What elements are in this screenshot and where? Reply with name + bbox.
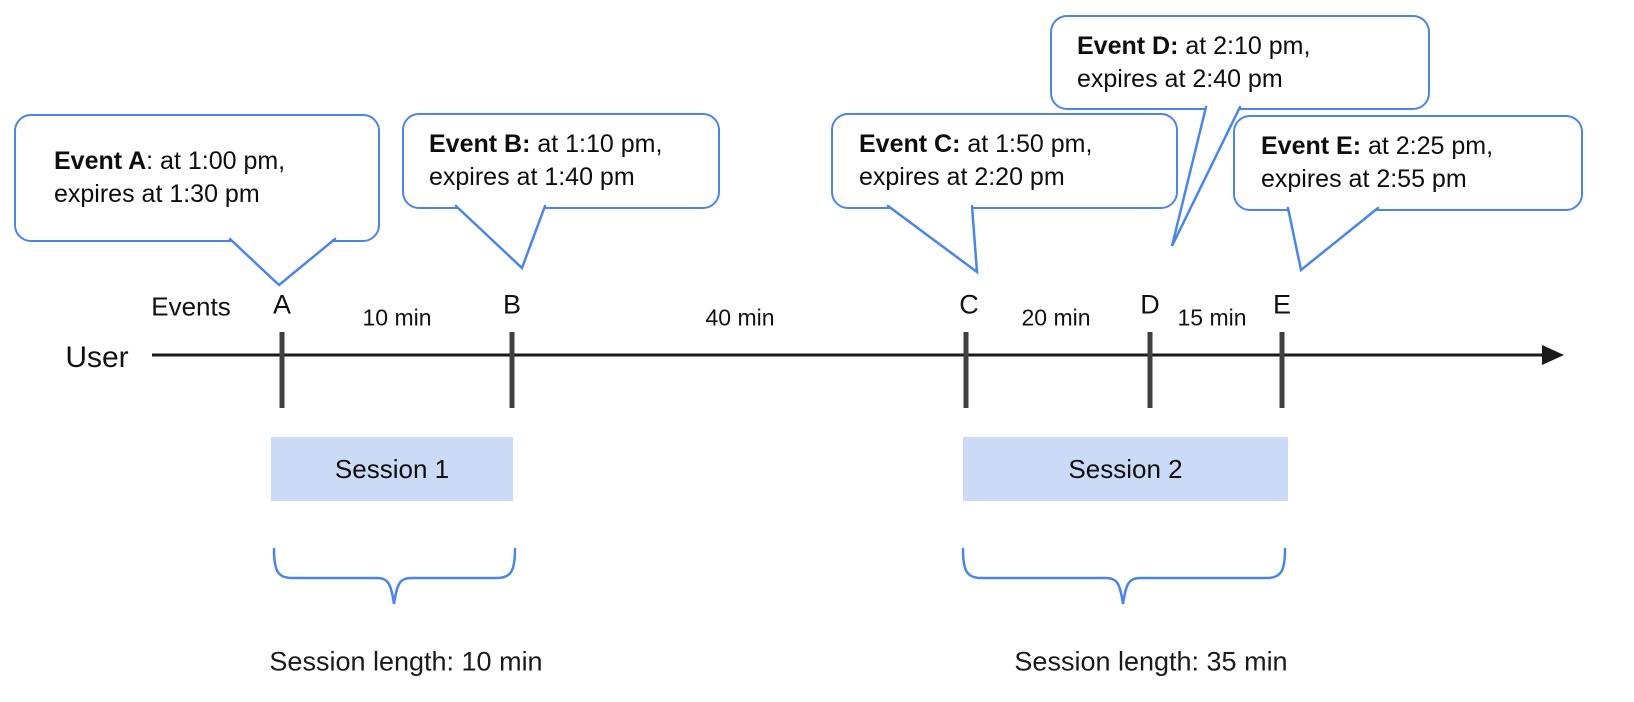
session-1-label: Session 1: [334, 453, 450, 484]
event-e-bubble: Event E: at 2:25 pm, expires at 2:55 pm: [1233, 115, 1583, 211]
event-e-bubble-tail: [1286, 206, 1380, 273]
event-d-name: Event D:: [1077, 31, 1179, 60]
event-d-time: at 2:10 pm,: [1178, 31, 1311, 60]
tick-a: [279, 332, 285, 408]
event-b-name: Event B:: [429, 130, 531, 158]
user-row-label: User: [65, 341, 129, 374]
events-row-label: Events: [151, 291, 231, 322]
event-b-time: at 1:10 pm,: [530, 130, 663, 158]
event-d-bubble: Event D: at 2:10 pm, expires at 2:40 pm: [1050, 15, 1430, 110]
event-b-bubble-tail: [454, 204, 547, 271]
timeline-arrowhead-icon: [1542, 345, 1564, 365]
event-a-text: Event A: at 1:00 pm, expires at 1:30 pm: [54, 145, 378, 211]
interval-label-c-d: 20 min: [1021, 304, 1091, 331]
tick-d: [1147, 332, 1153, 408]
session-2-label: Session 2: [1068, 453, 1183, 484]
session-1-box: Session 1: [271, 437, 513, 501]
session-2-box: Session 2: [963, 437, 1288, 501]
event-a-time: : at 1:00 pm,: [146, 147, 286, 175]
event-c-expiry: expires at 2:20 pm: [859, 163, 1065, 191]
event-d-text: Event D: at 2:10 pm, expires at 2:40 pm: [1077, 30, 1428, 96]
tick-c: [963, 332, 969, 408]
session-1-brace: [272, 547, 517, 605]
tick-e: [1279, 332, 1285, 408]
tick-b: [509, 332, 515, 408]
tick-label-a: A: [272, 289, 292, 320]
interval-label-a-b: 10 min: [362, 304, 432, 331]
event-a-bubble-tail: [228, 237, 337, 287]
interval-label-b-c: 40 min: [705, 304, 775, 331]
event-c-time: at 1:50 pm,: [960, 130, 1093, 158]
event-b-bubble: Event B: at 1:10 pm, expires at 1:40 pm: [402, 113, 720, 209]
event-c-text: Event C: at 1:50 pm, expires at 2:20 pm: [859, 128, 1176, 194]
event-b-expiry: expires at 1:40 pm: [429, 163, 635, 191]
interval-label-d-e: 15 min: [1177, 304, 1247, 331]
event-c-bubble: Event C: at 1:50 pm, expires at 2:20 pm: [831, 113, 1178, 209]
session-1-length-label: Session length: 10 min: [269, 646, 543, 677]
session-2-length-label: Session length: 35 min: [1014, 646, 1288, 677]
event-c-name: Event C:: [859, 130, 961, 158]
event-c-bubble-tail: [886, 204, 979, 275]
event-e-text: Event E: at 2:25 pm, expires at 2:55 pm: [1261, 130, 1581, 196]
event-a-expiry: expires at 1:30 pm: [54, 180, 260, 208]
event-d-bubble-tail: [1170, 105, 1242, 247]
event-a-name: Event A: [54, 147, 147, 175]
tick-label-e: E: [1272, 289, 1292, 320]
tick-label-c: C: [959, 289, 979, 320]
event-e-name: Event E:: [1261, 132, 1362, 160]
event-e-time: at 2:25 pm,: [1361, 132, 1494, 160]
event-b-text: Event B: at 1:10 pm, expires at 1:40 pm: [429, 128, 718, 194]
tick-label-d: D: [1140, 289, 1160, 320]
event-a-bubble: Event A: at 1:00 pm, expires at 1:30 pm: [14, 114, 380, 242]
session-2-brace: [961, 547, 1287, 605]
event-e-expiry: expires at 2:55 pm: [1261, 165, 1467, 193]
event-d-expiry: expires at 2:40 pm: [1077, 64, 1283, 93]
tick-label-b: B: [502, 289, 522, 320]
